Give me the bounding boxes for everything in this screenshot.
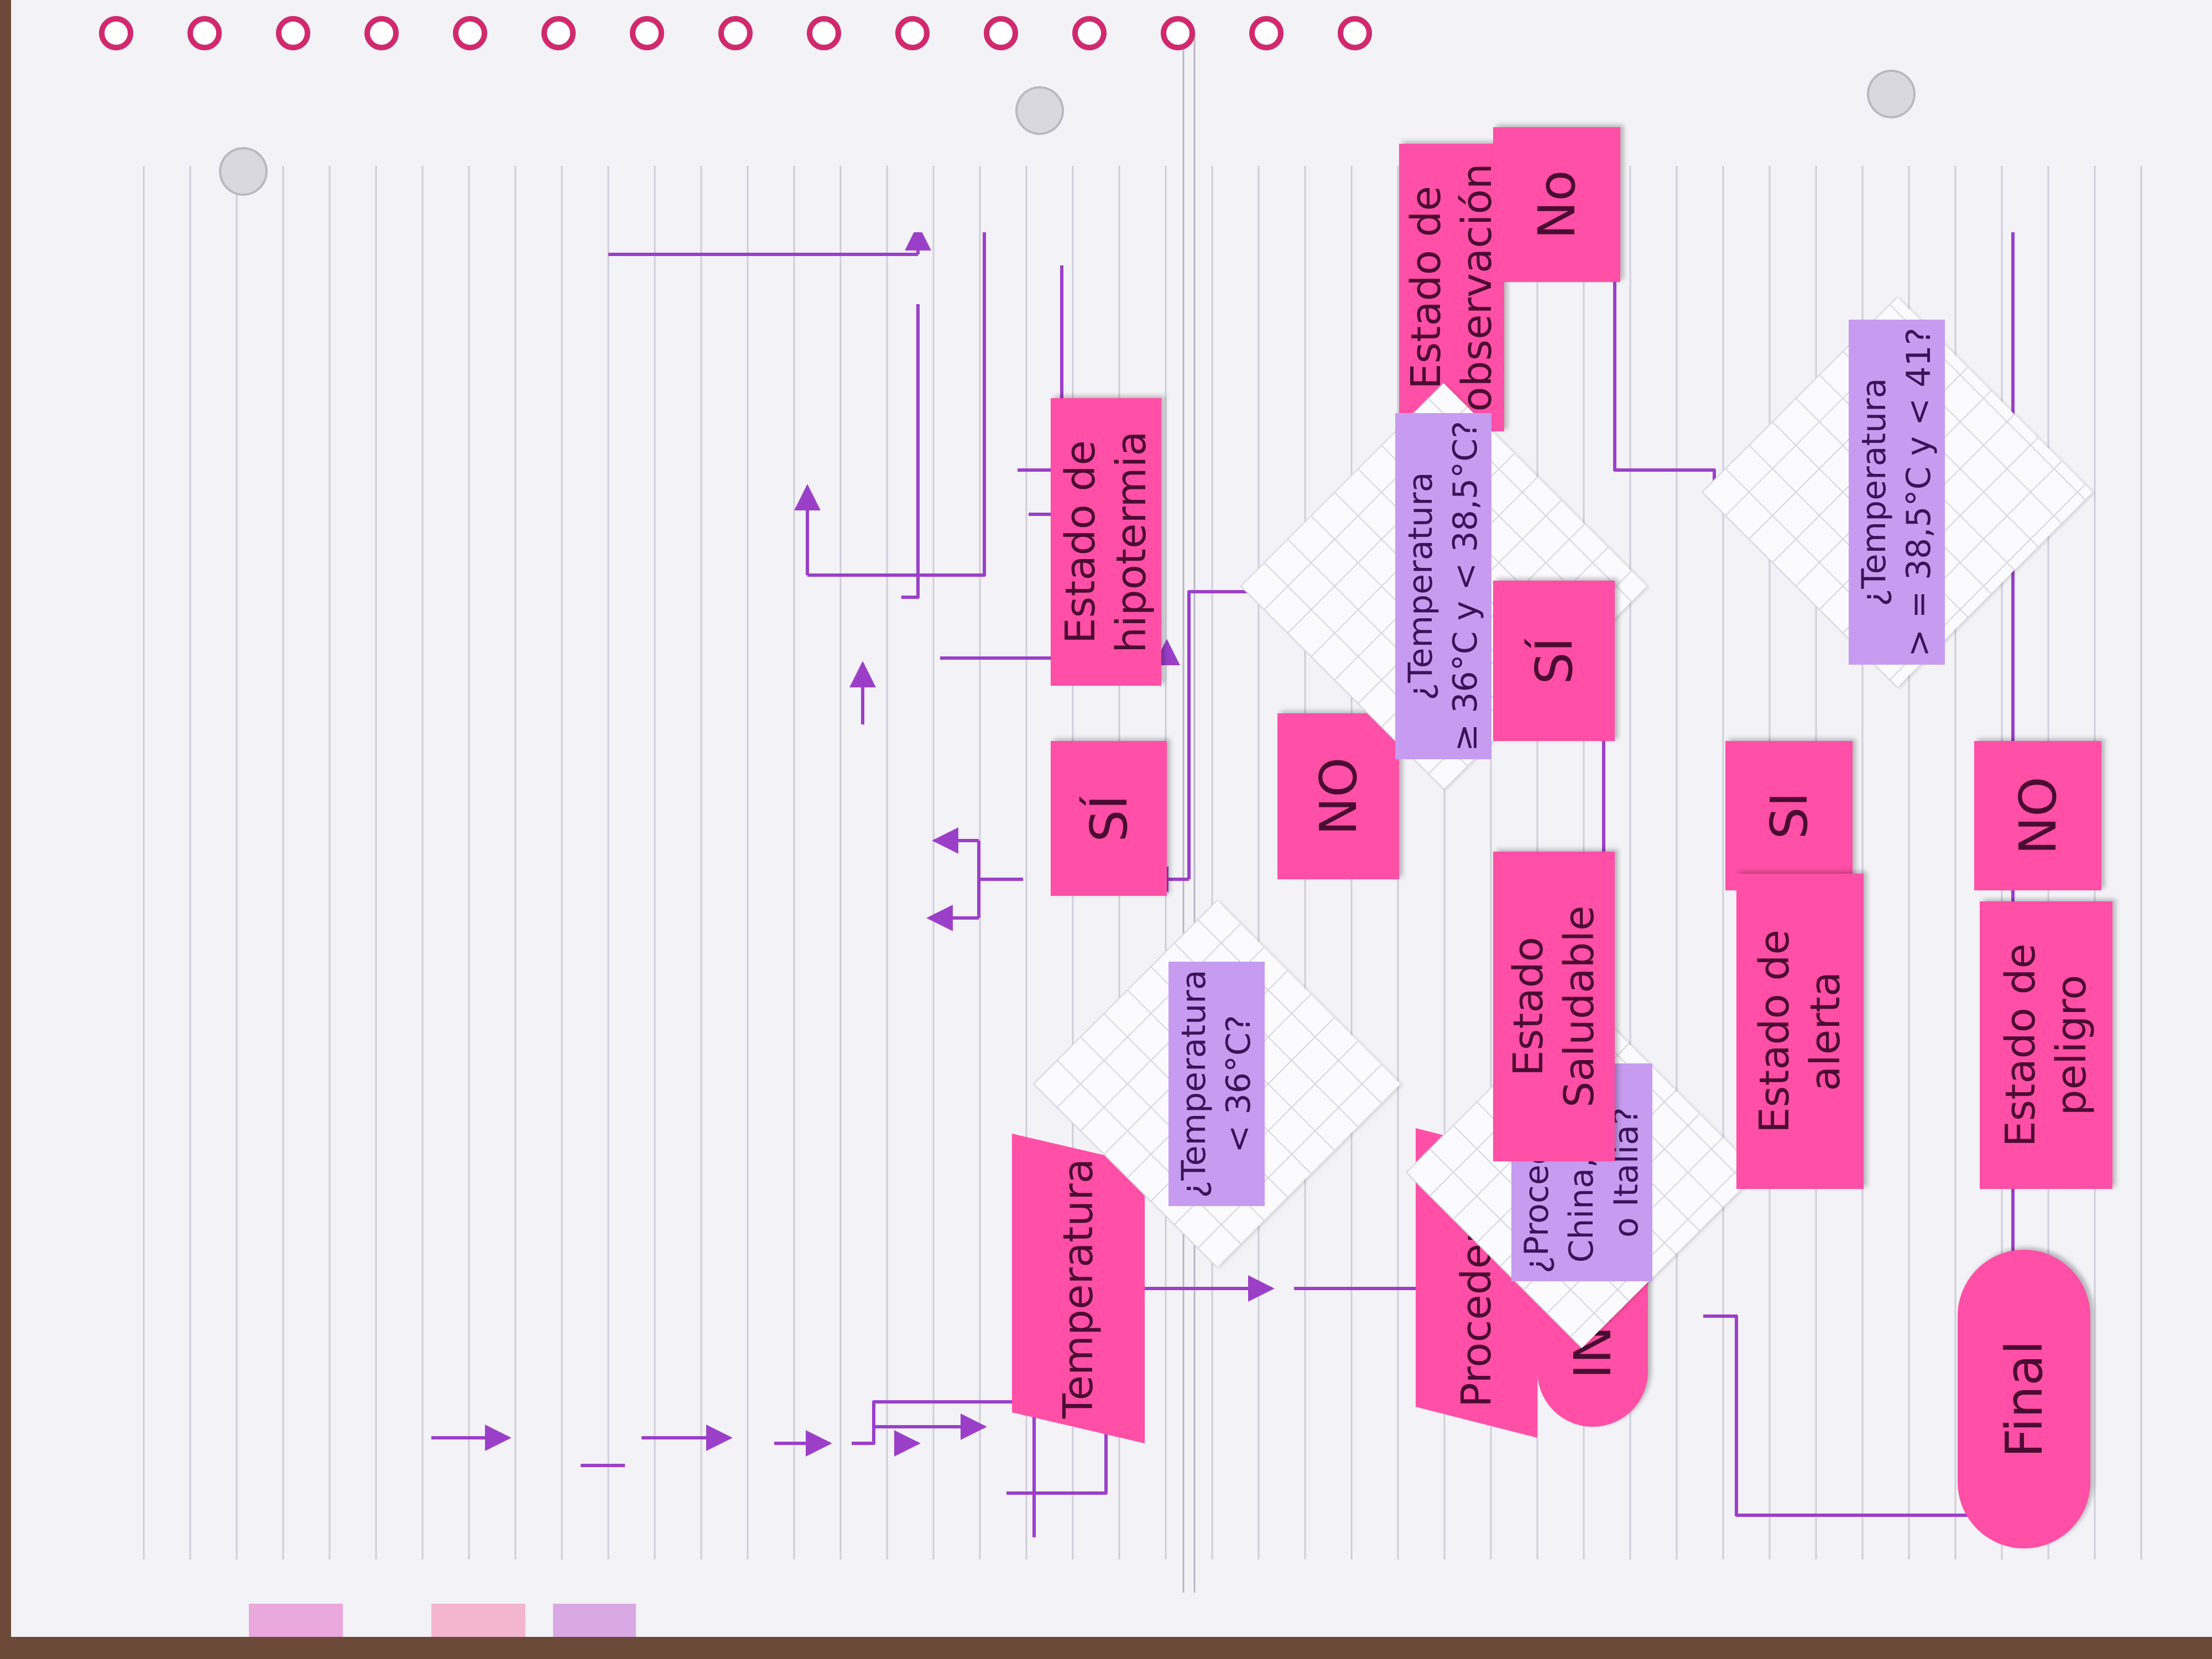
- observation-label: Estado de observación: [1402, 163, 1501, 412]
- hypothermia-label: Estado de hipotermia: [1056, 431, 1156, 653]
- answer-high-yes: SI: [1725, 741, 1853, 890]
- decision-temp-normal-label: ¿Temperatura ≥ 36°C y < 38,5°C?: [1395, 413, 1491, 759]
- decision-temp-high: ¿Temperatura > = 38,5°C y < 41?: [1701, 296, 2093, 688]
- decision-temp-low-label: ¿Temperatura < 36°C?: [1168, 962, 1265, 1206]
- answer-low-yes: SÍ: [1051, 741, 1167, 896]
- decision-temp-high-label: ¿Temperatura > = 38,5°C y < 41?: [1849, 320, 1945, 665]
- danger-label: Estado de peligro: [1996, 943, 2096, 1147]
- page-tab: [553, 1604, 636, 1637]
- flowchart: INICIO Procedencia Temperatura ¿Procede …: [166, 127, 2135, 1548]
- high-yes-label: SI: [1759, 792, 1819, 839]
- end-terminal: Final: [1958, 1250, 2090, 1548]
- normal-no-label: No: [1527, 170, 1587, 239]
- alert-label: Estado de alerta: [1750, 930, 1850, 1133]
- state-danger: Estado de peligro: [1980, 901, 2112, 1189]
- normal-yes-label: SÍ: [1524, 637, 1584, 685]
- answer-normal-no: No: [1493, 127, 1620, 282]
- state-alert: Estado de alerta: [1736, 874, 1864, 1189]
- page-tab: [249, 1604, 343, 1637]
- decision-temp-low: ¿Temperatura < 36°C?: [1029, 896, 1405, 1272]
- state-hypothermia: Estado de hipotermia: [1051, 398, 1161, 686]
- state-healthy: Estado Saludable: [1493, 852, 1615, 1161]
- high-no-label: NO: [2008, 776, 2068, 855]
- spiral-binding: [99, 16, 1372, 50]
- answer-high-no: NO: [1974, 741, 2101, 890]
- page-tab: [431, 1604, 525, 1637]
- punch-holes: [219, 70, 1916, 196]
- end-label: Final: [1994, 1340, 2054, 1458]
- healthy-label: Estado Saludable: [1504, 905, 1604, 1108]
- answer-normal-yes: SÍ: [1493, 581, 1615, 741]
- low-yes-label: SÍ: [1079, 795, 1139, 842]
